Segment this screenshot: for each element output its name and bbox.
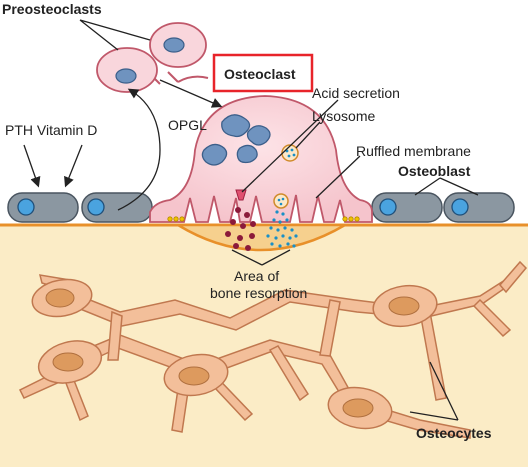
ruffled-membrane-label: Ruffled membrane (356, 143, 471, 159)
differentiation-arrow (159, 79, 223, 108)
preosteoclast-cells (96, 22, 209, 93)
osteoblast-pointer (414, 177, 479, 196)
pth-vitamin-d-label: PTH Vitamin D (5, 122, 97, 138)
lysosome-label: Lysosome (312, 108, 376, 124)
acid-secretion-pointer (241, 99, 339, 193)
osteocyte-nuclei (45, 288, 420, 418)
bone-resorption-label: bone resorption (210, 285, 307, 301)
pth-arrow (23, 144, 41, 188)
acid-granules (225, 207, 256, 251)
lysosome-exocytosis (273, 193, 289, 209)
preosteoclasts-label: Preosteoclasts (2, 1, 102, 17)
osteoblast-label: Osteoblast (398, 163, 471, 179)
osteoclast-nuclei (201, 114, 271, 166)
preosteoclasts-pointer (79, 19, 151, 51)
osteoblast-cells (7, 192, 515, 223)
sealing-zone (167, 216, 360, 222)
ruffled-membrane-pointer (315, 155, 361, 199)
acid-pump (235, 189, 247, 201)
area-of-label: Area of (234, 268, 279, 284)
opgl-label: OPGL (168, 117, 207, 133)
opgl-signal-arrow (117, 88, 161, 211)
lysosome-pointer (295, 121, 321, 149)
acid-secretion-label: Acid secretion (312, 85, 400, 101)
lysosome-vesicle (281, 144, 299, 162)
vitamin-d-arrow (64, 144, 83, 188)
osteocytes-label: Osteocytes (416, 425, 492, 441)
resorption-pit (173, 223, 350, 252)
area-pointer (231, 249, 291, 266)
osteoclast-highlight-box (212, 53, 314, 93)
osteoclast-label: Osteoclast (224, 66, 296, 82)
osteocytes-pointer (409, 361, 459, 421)
lysosome-enzymes (266, 210, 298, 248)
osteoclast-cell (149, 95, 373, 223)
